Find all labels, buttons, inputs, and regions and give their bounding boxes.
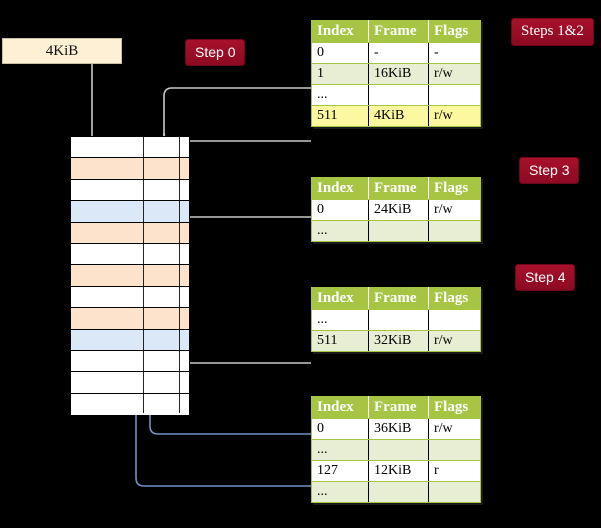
cell-flags: r	[428, 460, 481, 482]
cell-index: 127	[311, 460, 369, 482]
cell-index: ...	[311, 439, 369, 461]
cell-flags: r/w	[428, 105, 481, 127]
column-header-frame: Frame	[368, 20, 429, 43]
memory-row-9	[71, 329, 189, 351]
wire-table3-511	[175, 312, 311, 364]
cell-flags: r/w	[428, 63, 481, 85]
cell-frame: -	[368, 42, 429, 64]
column-header-flags: Flags	[428, 20, 481, 43]
column-header-flags: Flags	[428, 177, 481, 200]
column-header-frame: Frame	[368, 287, 429, 310]
cell-flags	[428, 481, 481, 503]
table-row: ...	[311, 309, 481, 331]
table-row: 0--	[311, 42, 481, 64]
column-header-index: Index	[311, 287, 369, 310]
column-header-index: Index	[311, 20, 369, 43]
cell-frame: 4KiB	[368, 105, 429, 127]
memory-row-7	[71, 286, 189, 309]
memory-row-10	[71, 351, 189, 373]
cell-frame	[368, 439, 429, 461]
cell-flags	[428, 309, 481, 331]
cell-frame: 32KiB	[368, 330, 429, 352]
badge-steps12: Steps 1&2	[512, 19, 593, 45]
cell-frame: 36KiB	[368, 418, 429, 440]
cell-index: 0	[311, 418, 369, 440]
memory-row-11	[71, 372, 189, 394]
memory-row-12	[71, 393, 189, 416]
column-header-index: Index	[311, 177, 369, 200]
cell-index: 0	[311, 199, 369, 221]
column-header-flags: Flags	[428, 396, 481, 419]
column-header-flags: Flags	[428, 287, 481, 310]
cell-frame	[368, 220, 429, 242]
memory-row-5	[71, 244, 189, 266]
column-header-index: Index	[311, 396, 369, 419]
memory-row-3	[71, 201, 189, 223]
cell-index: ...	[311, 84, 369, 106]
cell-flags: r/w	[428, 418, 481, 440]
cell-frame: 12KiB	[368, 460, 429, 482]
cell-flags	[428, 84, 481, 106]
cell-frame: 24KiB	[368, 199, 429, 221]
memory-column-divider-1	[179, 137, 180, 413]
memory-block-4kib: 4KiB	[2, 38, 122, 64]
memory-column	[70, 136, 190, 416]
cell-index: 511	[311, 105, 369, 127]
column-header-frame: Frame	[368, 396, 429, 419]
memory-block-label: 4KiB	[45, 43, 79, 59]
wire-table2-row0	[175, 216, 311, 262]
memory-row-4	[71, 222, 189, 244]
cell-index: 0	[311, 42, 369, 64]
cell-frame	[368, 309, 429, 331]
badge-step4: Step 4	[516, 265, 575, 290]
cell-flags: r/w	[428, 330, 481, 352]
memory-row-6	[71, 265, 189, 287]
memory-column-divider-0	[143, 137, 144, 413]
memory-row-1	[71, 158, 189, 180]
table-row: ...	[311, 84, 481, 106]
cell-frame	[368, 84, 429, 106]
cell-flags	[428, 439, 481, 461]
cell-index: ...	[311, 481, 369, 503]
badge-step3: Step 3	[520, 158, 579, 183]
cell-flags	[428, 220, 481, 242]
cell-index: 511	[311, 330, 369, 352]
wire-table1-511	[163, 87, 311, 142]
memory-row-8	[71, 308, 189, 330]
column-header-frame: Frame	[368, 177, 429, 200]
cell-flags: r/w	[428, 199, 481, 221]
cell-index: ...	[311, 220, 369, 242]
memory-row-2	[71, 179, 189, 202]
table-row: ...	[311, 220, 481, 242]
table-row: ...	[311, 481, 481, 503]
cell-flags: -	[428, 42, 481, 64]
cell-index: ...	[311, 309, 369, 331]
cell-index: 1	[311, 63, 369, 85]
memory-row-0	[71, 137, 189, 159]
cell-frame	[368, 481, 429, 503]
cell-frame: 16KiB	[368, 63, 429, 85]
table-row: ...	[311, 439, 481, 461]
badge-step0: Step 0	[186, 40, 245, 65]
